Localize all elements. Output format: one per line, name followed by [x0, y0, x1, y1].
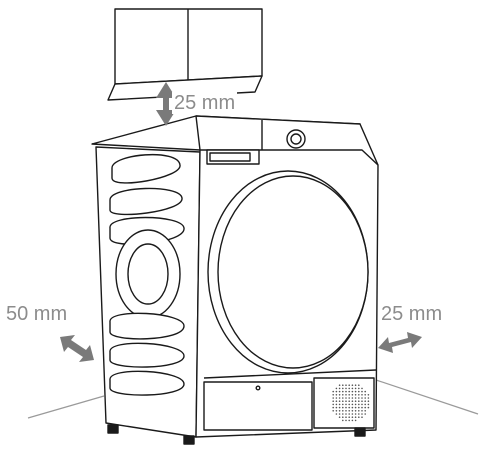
bottom-panel-left [203, 381, 313, 431]
left-clearance-label: 50 mm [6, 303, 68, 325]
side-ribs [109, 153, 185, 396]
bottom-panel-right [313, 377, 375, 429]
left-clearance-arrow [60, 335, 94, 362]
overhead-cabinet [107, 8, 263, 101]
double-arrow-diagonal-icon [60, 335, 94, 362]
right-clearance-label: 25 mm [381, 303, 443, 325]
double-arrow-vertical-icon [156, 82, 176, 126]
vent-grille-icon [332, 384, 370, 422]
top-clearance-arrow [156, 82, 176, 126]
right-clearance-arrow [378, 332, 422, 353]
double-arrow-diagonal-icon [378, 332, 422, 353]
top-clearance-label: 25 mm [172, 92, 238, 114]
room-floor-lines [27, 379, 479, 419]
